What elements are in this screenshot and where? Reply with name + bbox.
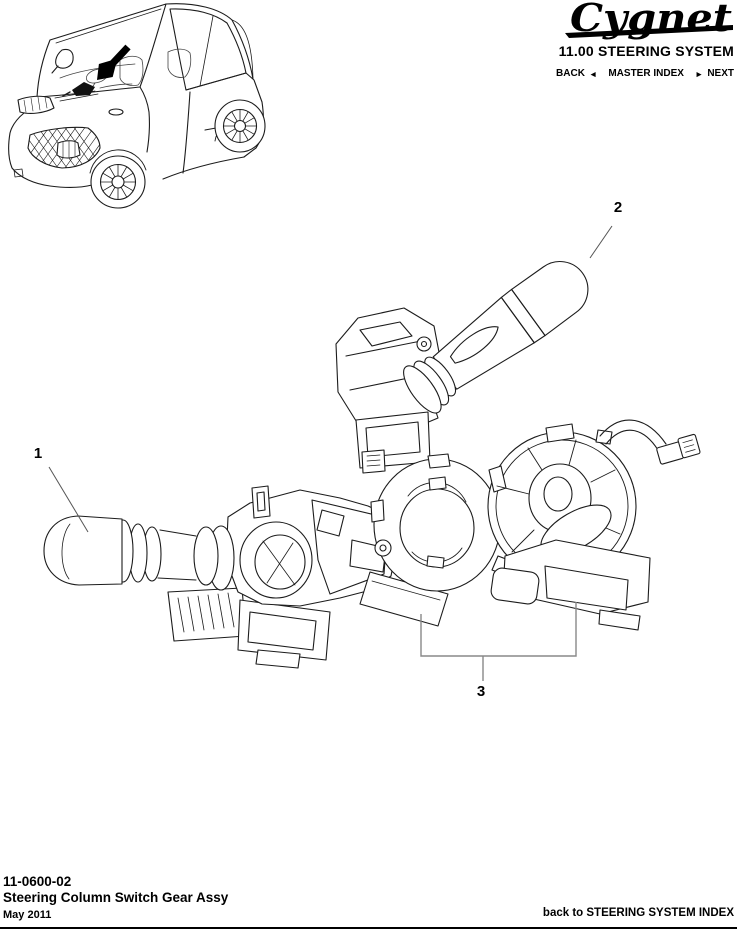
nav-master-index-link[interactable]: MASTER INDEX — [608, 68, 684, 79]
nav-back-label: BACK — [556, 68, 585, 79]
back-arrow-icon: ◄ — [588, 68, 598, 79]
callout-2: 2 — [613, 199, 623, 216]
logo-text: Cygnet — [570, 2, 732, 40]
cygnet-logo: Cygnet — [565, 2, 733, 40]
nav-bar: BACK ◄ MASTER INDEX ► NEXT — [556, 68, 734, 79]
document-date: May 2011 — [3, 909, 52, 921]
nav-next-label: NEXT — [707, 68, 734, 79]
part-2-wiper-switch-drawing — [335, 260, 589, 474]
callout-leader-lines — [48, 225, 613, 681]
footer-rule — [0, 927, 737, 929]
callout-1: 1 — [33, 445, 43, 462]
logo-swash — [565, 25, 733, 38]
section-title: 11.00 STEERING SYSTEM — [558, 43, 734, 59]
nav-next-link[interactable]: ► NEXT — [695, 68, 734, 79]
locator-arrow-icon — [97, 44, 131, 80]
next-arrow-icon: ► — [694, 68, 704, 79]
document-number: 11-0600-02 — [3, 874, 72, 889]
car-locator-illustration — [8, 3, 266, 209]
steering-system-index-link[interactable]: back to STEERING SYSTEM INDEX — [542, 907, 734, 919]
part-1-combination-switch-drawing — [43, 485, 398, 669]
callout-3: 3 — [476, 683, 486, 700]
nav-back-link[interactable]: BACK ◄ — [556, 68, 597, 79]
page-header: Cygnet 11.00 STEERING SYSTEM BACK ◄ MAST… — [556, 2, 734, 79]
document-title: Steering Column Switch Gear Assy — [3, 890, 229, 905]
part-3-spiral-cable-sensor-drawing — [359, 419, 701, 631]
